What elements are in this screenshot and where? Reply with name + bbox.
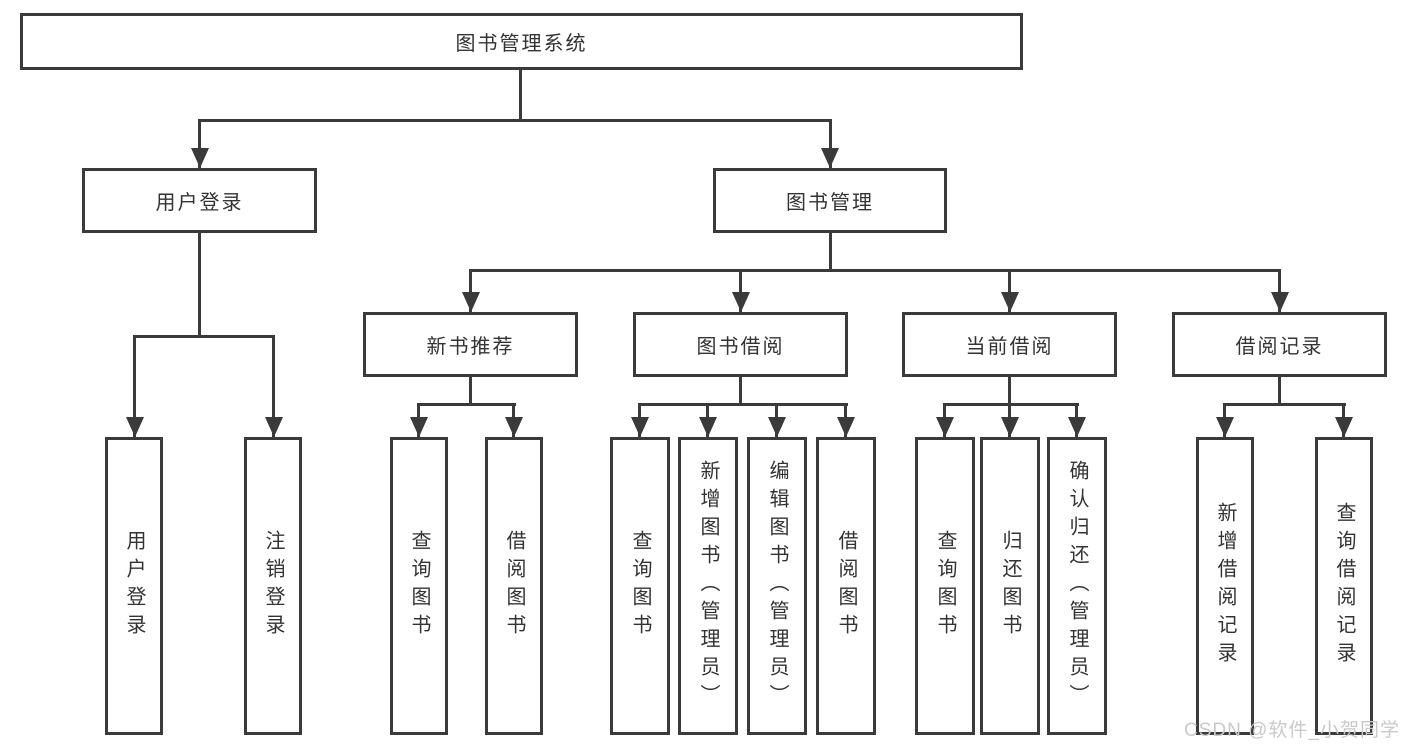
arrowhead-down-icon [410, 417, 428, 437]
connector-level2-hline [469, 269, 1281, 272]
leaf-recommend-query-book-label: 查询图书 [408, 530, 430, 642]
node-book-management-label: 图书管理 [786, 192, 874, 214]
node-user-login-label: 用户登录 [155, 192, 244, 214]
leaf-user-login-label: 用户登录 [123, 530, 145, 642]
connector-borrow-hline [638, 403, 848, 406]
connector-to-leaf-user-login [133, 337, 136, 437]
connector-to-book-management [829, 120, 832, 168]
connector-root-stem [519, 70, 522, 120]
connector-records-stem [1278, 377, 1281, 405]
leaf-return-book: 归还图书 [980, 437, 1040, 735]
connector-user-login-hline [133, 335, 275, 338]
leaf-query-borrow-record: 查询借阅记录 [1315, 437, 1373, 735]
leaf-add-book-admin: 新增图书（管理员） [678, 437, 738, 735]
connector-user-login-stem [198, 233, 201, 337]
leaf-borrow-query-book-label: 查询图书 [629, 530, 651, 642]
arrowhead-down-icon [1001, 417, 1019, 437]
leaf-add-borrow-record: 新增借阅记录 [1196, 437, 1254, 735]
connector-to-borrow-records [1278, 271, 1281, 312]
node-new-book-recommend-label: 新书推荐 [426, 336, 515, 358]
connector-to-book-borrow [739, 271, 742, 312]
leaf-query-borrow-record-label: 查询借阅记录 [1333, 502, 1355, 670]
leaf-logout-label: 注销登录 [262, 530, 284, 642]
connector-records-hline [1223, 403, 1346, 406]
leaf-logout: 注销登录 [244, 437, 302, 735]
arrowhead-down-icon [1271, 292, 1289, 312]
leaf-current-query-book-label: 查询图书 [934, 530, 956, 642]
leaf-add-book-admin-label: 新增图书（管理员） [697, 460, 719, 712]
node-current-borrow-label: 当前借阅 [965, 336, 1054, 358]
arrowhead-down-icon [505, 417, 523, 437]
arrowhead-down-icon [265, 417, 283, 437]
node-user-login: 用户登录 [82, 168, 317, 233]
arrowhead-down-icon [1001, 292, 1019, 312]
connector-borrow-stem [739, 377, 742, 405]
node-book-management: 图书管理 [713, 168, 947, 233]
leaf-recommend-borrow-book-label: 借阅图书 [503, 530, 525, 642]
connector-recommend-stem [469, 377, 472, 405]
node-new-book-recommend: 新书推荐 [363, 312, 578, 377]
node-current-borrow: 当前借阅 [902, 312, 1117, 377]
arrowhead-down-icon [936, 417, 954, 437]
arrowhead-down-icon [837, 417, 855, 437]
node-borrow-records: 借阅记录 [1172, 312, 1387, 377]
arrowhead-down-icon [126, 417, 144, 437]
connector-current-hline [943, 403, 1079, 406]
connector-recommend-hline [417, 403, 516, 406]
connector-to-current-borrow [1008, 271, 1011, 312]
node-book-borrow: 图书借阅 [633, 312, 848, 377]
node-book-borrow-label: 图书借阅 [696, 336, 785, 358]
arrowhead-down-icon [1068, 417, 1086, 437]
connector-to-leaf-logout [272, 337, 275, 437]
watermark-text: CSDN @软件_小贺同学 [1184, 720, 1400, 741]
arrowhead-down-icon [631, 417, 649, 437]
connector-to-new-book-recommend [469, 271, 472, 312]
connector-book-management-stem [829, 233, 832, 271]
leaf-edit-book-admin-label: 编辑图书（管理员） [766, 460, 788, 712]
node-root: 图书管理系统 [20, 13, 1023, 70]
leaf-confirm-return-admin-label: 确认归还（管理员） [1066, 460, 1088, 712]
node-borrow-records-label: 借阅记录 [1235, 336, 1324, 358]
arrowhead-down-icon [768, 417, 786, 437]
arrowhead-down-icon [821, 148, 839, 168]
leaf-user-login: 用户登录 [105, 437, 163, 735]
arrowhead-down-icon [732, 292, 750, 312]
connector-level1-hline [198, 119, 832, 122]
leaf-add-borrow-record-label: 新增借阅记录 [1214, 502, 1236, 670]
arrowhead-down-icon [699, 417, 717, 437]
leaf-confirm-return-admin: 确认归还（管理员） [1047, 437, 1107, 735]
connector-current-stem [1008, 377, 1011, 405]
arrowhead-down-icon [462, 292, 480, 312]
connector-to-user-login [198, 120, 201, 168]
leaf-borrow-book-label: 借阅图书 [835, 530, 857, 642]
leaf-current-query-book: 查询图书 [915, 437, 975, 735]
arrowhead-down-icon [1216, 417, 1234, 437]
leaf-borrow-book: 借阅图书 [816, 437, 876, 735]
leaf-return-book-label: 归还图书 [999, 530, 1021, 642]
node-root-label: 图书管理系统 [455, 33, 588, 55]
arrowhead-down-icon [191, 148, 209, 168]
leaf-recommend-borrow-book: 借阅图书 [485, 437, 543, 735]
leaf-recommend-query-book: 查询图书 [390, 437, 448, 735]
leaf-edit-book-admin: 编辑图书（管理员） [747, 437, 807, 735]
leaf-borrow-query-book: 查询图书 [610, 437, 670, 735]
arrowhead-down-icon [1335, 417, 1353, 437]
